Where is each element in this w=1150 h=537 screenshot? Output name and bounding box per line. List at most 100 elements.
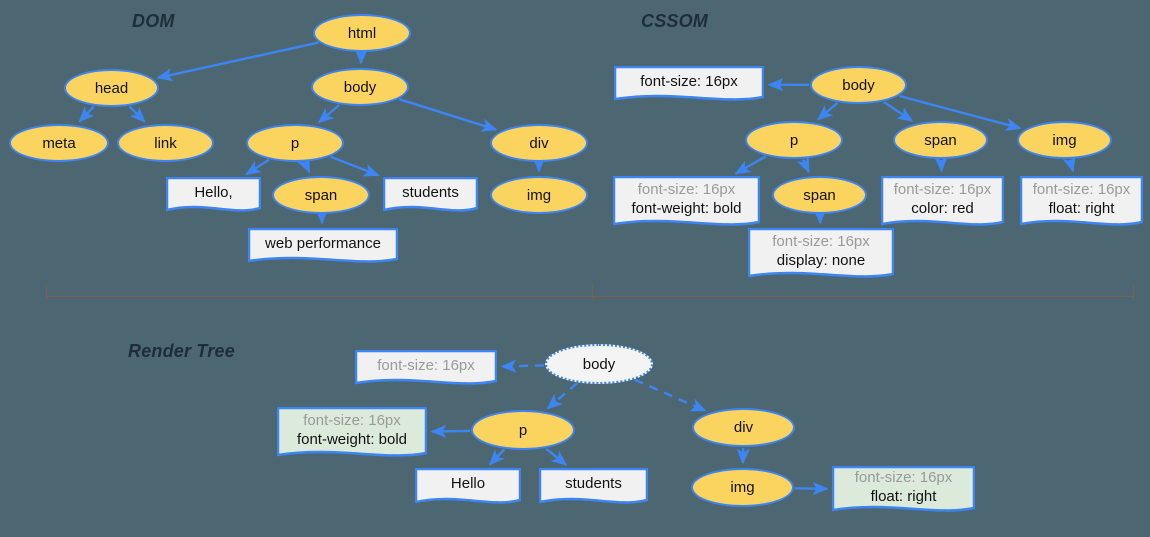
box-text: students: [383, 177, 478, 214]
box-shape: [748, 228, 894, 278]
box-shape: [539, 468, 648, 504]
box-text: Hello: [415, 468, 521, 506]
box-text-line-0: font-size: 16px: [303, 411, 401, 429]
box-text-line-0: font-size: 16px: [772, 232, 870, 250]
render-tree-box-r-rule-body[interactable]: font-size: 16px: [355, 350, 497, 387]
box-text: font-size: 16px: [614, 66, 764, 103]
box-text-line-1: float: right: [1048, 199, 1115, 217]
cssom-node-body[interactable]: body: [810, 66, 907, 104]
box-shape: [613, 176, 760, 226]
node-label: div: [529, 134, 549, 152]
render-tree-node-body[interactable]: body: [545, 344, 653, 384]
box-text-line-0: web performance: [265, 234, 381, 252]
box-shape: [881, 176, 1004, 226]
node-label: body: [842, 76, 875, 94]
box-shape: [355, 350, 497, 385]
divider-tick-0: [46, 285, 47, 299]
box-text-line-0: Hello: [450, 475, 486, 492]
node-label: html: [347, 24, 377, 42]
node-label: span: [304, 186, 338, 204]
cssom-node-span[interactable]: span: [893, 121, 988, 159]
section-title-cssom: CSSOM: [641, 11, 709, 31]
node-label: span: [924, 131, 957, 149]
node-label: p: [290, 134, 300, 152]
box-text-line-1: color: red: [911, 199, 974, 217]
divider-line: [46, 296, 1133, 297]
box-text-line-0: font-size: 16px: [893, 180, 992, 198]
box-text-line-0: font-size: 16px: [377, 356, 475, 374]
dom-node-div[interactable]: div: [490, 124, 588, 162]
dom-node-p[interactable]: p: [246, 124, 344, 162]
box-text-line-1: font-weight: bold: [296, 430, 408, 448]
box-text-line-0: Hello,: [194, 183, 233, 201]
box-text-line-1: display: none: [776, 251, 866, 269]
box-text-line-1: font-weight: bold: [631, 199, 742, 217]
box-shape: [614, 66, 764, 101]
box-text: font-size: 16px: [355, 350, 497, 387]
dom-box-web-performance[interactable]: web performance: [248, 228, 398, 265]
box-text-line-1: float: right: [870, 487, 937, 505]
node-label: div: [733, 419, 754, 436]
dom-node-head[interactable]: head: [64, 69, 159, 107]
divider-tick-1: [592, 285, 593, 299]
cssom-node-p[interactable]: p: [745, 121, 843, 159]
node-label: head: [94, 79, 129, 97]
render-tree-box-students[interactable]: students: [539, 468, 648, 506]
render-tree-node-p[interactable]: p: [471, 410, 575, 450]
dom-node-meta[interactable]: meta: [9, 124, 109, 162]
cssom-node-span[interactable]: span: [772, 176, 867, 214]
cssom-box-c-rule-body[interactable]: font-size: 16px: [614, 66, 764, 103]
box-shape: [248, 228, 398, 263]
dom-node-link[interactable]: link: [117, 124, 214, 162]
dom-box-hello[interactable]: Hello,: [166, 177, 261, 214]
box-text-line-0: students: [565, 475, 622, 492]
render-tree-box-hello[interactable]: Hello: [415, 468, 521, 506]
box-text-line-0: font-size: 16px: [854, 468, 953, 486]
box-text: Hello,: [166, 177, 261, 214]
divider-tick-2: [1133, 285, 1134, 299]
box-text-line-0: font-size: 16px: [640, 72, 738, 90]
render-tree-node-div[interactable]: div: [692, 408, 795, 447]
node-label: img: [526, 186, 552, 204]
render-tree-node-img[interactable]: img: [691, 468, 794, 507]
node-label: meta: [42, 134, 76, 152]
box-shape: [166, 177, 261, 212]
cssom-node-img[interactable]: img: [1017, 121, 1112, 159]
node-label: body: [343, 78, 377, 96]
box-shape: [383, 177, 478, 212]
dom-node-span[interactable]: span: [272, 176, 370, 214]
box-text: students: [539, 468, 648, 506]
node-label: img: [1052, 131, 1077, 149]
box-text: web performance: [248, 228, 398, 265]
node-label: p: [518, 421, 528, 439]
box-shape: [415, 468, 521, 504]
box-shape: [1020, 176, 1143, 226]
box-shape: [277, 407, 427, 457]
node-label: p: [789, 131, 799, 149]
dom-node-img[interactable]: img: [490, 176, 588, 214]
dom-box-students[interactable]: students: [383, 177, 478, 214]
node-label: body: [582, 355, 616, 373]
node-label: img: [730, 479, 755, 496]
box-text-line-0: students: [402, 183, 459, 201]
box-text-line-0: font-size: 16px: [1032, 180, 1131, 198]
dom-node-html[interactable]: html: [313, 14, 411, 52]
node-label: link: [154, 134, 177, 152]
dom-node-body[interactable]: body: [311, 68, 409, 106]
box-shape: [832, 466, 975, 512]
node-label: span: [803, 186, 836, 204]
